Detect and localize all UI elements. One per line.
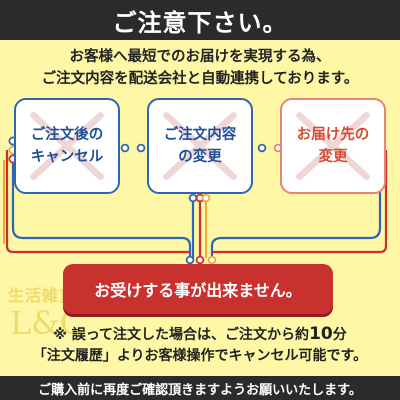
card-order-change: ご注文内容 の変更 <box>147 98 253 194</box>
footer-bar: ご購入前に再度ご確認頂きますようお願いいたします。 <box>0 376 400 400</box>
card-cancel-after-order: ご注文後の キャンセル <box>14 98 120 194</box>
intro-line-1: お客様へ最短でのお届けを実現する為、 <box>69 49 331 65</box>
card-1-line-2: キャンセル <box>30 149 104 165</box>
note-line-1: ※ 誤って注文した場合は、ご注文から約10分 <box>0 324 400 346</box>
alert-banner: お受けする事が出来ません。 <box>63 264 333 314</box>
cross-mark-icon <box>163 111 237 181</box>
footer-text: ご購入前に再度ご確認頂きますようお願いいたします。 <box>38 382 362 398</box>
alert-text: お受けする事が出来ません。 <box>94 281 302 300</box>
title-bar: ご注意下さい。 <box>0 0 400 40</box>
cross-mark-icon <box>296 111 370 181</box>
watermark-text: 生活雑貨 <box>8 286 77 305</box>
card-1-line-1: ご注文後の <box>30 127 104 143</box>
card-2-line-1: ご注文内容 <box>163 127 237 143</box>
intro-text: お客様へ最短でのお届けを実現する為、 ご注文内容を配送会社と自動連携しております… <box>0 46 400 90</box>
cancel-note: ※ 誤って注文した場合は、ご注文から約10分 「注文履歴」よりお客様操作でキャン… <box>0 324 400 367</box>
note-line-1-number: 10 <box>309 324 333 344</box>
title-text: ご注意下さい。 <box>112 8 288 37</box>
card-3-line-1: お届け先の <box>296 127 370 143</box>
note-line-2: 「注文履歴」よりお客様操作でキャンセル可能です。 <box>32 348 368 364</box>
card-3-line-2: 変更 <box>318 149 348 165</box>
card-address-change: お届け先の 変更 <box>280 98 386 194</box>
note-line-1-prefix: ※ 誤って注文した場合は、ご注文から約 <box>53 327 310 343</box>
note-line-1-suffix: 分 <box>332 327 347 343</box>
intro-line-2: ご注文内容を配送会社と自動連携しております。 <box>41 71 359 87</box>
card-2-line-2: の変更 <box>178 149 222 165</box>
cross-mark-icon <box>30 111 104 181</box>
